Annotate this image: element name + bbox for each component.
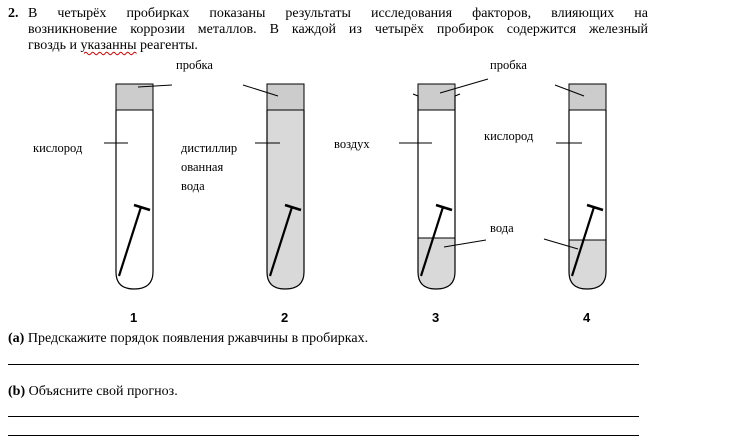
label-oxygen-1: кислород	[33, 141, 83, 155]
part-b-prompt: (b) Объясните свой прогноз.	[8, 384, 178, 400]
stopper	[417, 83, 456, 111]
question-text-line-2: возникновение коррозии металлов. В каждо…	[28, 22, 648, 37]
label-water: вода	[490, 221, 514, 235]
stopper	[568, 83, 607, 111]
test-tubes-diagram: пробка пробка кислород дистиллир ованная…	[33, 58, 607, 325]
nail	[570, 206, 596, 277]
label-stopper-2: пробка	[490, 58, 527, 72]
question-number: 2.	[8, 6, 19, 21]
label-distilled-1: дистиллир	[181, 141, 237, 155]
label-stopper-1: пробка	[176, 58, 213, 72]
part-a-prompt: (a) Предскажите порядок появления ржавчи…	[8, 331, 368, 347]
answer-line-b1[interactable]	[8, 416, 639, 417]
part-b-text: Объясните свой прогноз.	[25, 384, 178, 399]
answer-line-b2[interactable]	[8, 435, 639, 436]
label-air: воздух	[334, 137, 370, 151]
label-distilled-2: ованная	[181, 160, 223, 174]
label-oxygen-2: кислород	[484, 129, 534, 143]
part-b-letter: (b)	[8, 384, 26, 399]
tube-number-4: 4	[583, 310, 591, 325]
nail	[419, 206, 445, 277]
stopper	[266, 83, 305, 111]
spellcheck-word: указанны	[80, 38, 137, 53]
question-text-line-1: В четырёх пробирках показаны результаты …	[28, 6, 648, 21]
test-tube-1	[104, 83, 173, 290]
test-tube-2	[242, 83, 305, 290]
part-a-letter: (a)	[8, 331, 25, 346]
part-a-text: Предскажите порядок появления ржавчины в…	[24, 331, 369, 346]
label-distilled-3: вода	[181, 179, 205, 193]
tube-number-2: 2	[281, 310, 288, 325]
tube-number-3: 3	[432, 310, 439, 325]
test-tube-3	[399, 78, 489, 290]
question-text-line-3: гвоздь и указанны реагенты.	[28, 38, 198, 53]
stopper	[115, 83, 154, 111]
tube-number-1: 1	[130, 310, 137, 325]
test-tube-4	[543, 83, 607, 290]
answer-line-a[interactable]	[8, 364, 639, 365]
nail	[268, 206, 294, 277]
question-intro: 2. В четырёх пробирках показаны результа…	[8, 6, 648, 53]
nail	[117, 206, 143, 277]
